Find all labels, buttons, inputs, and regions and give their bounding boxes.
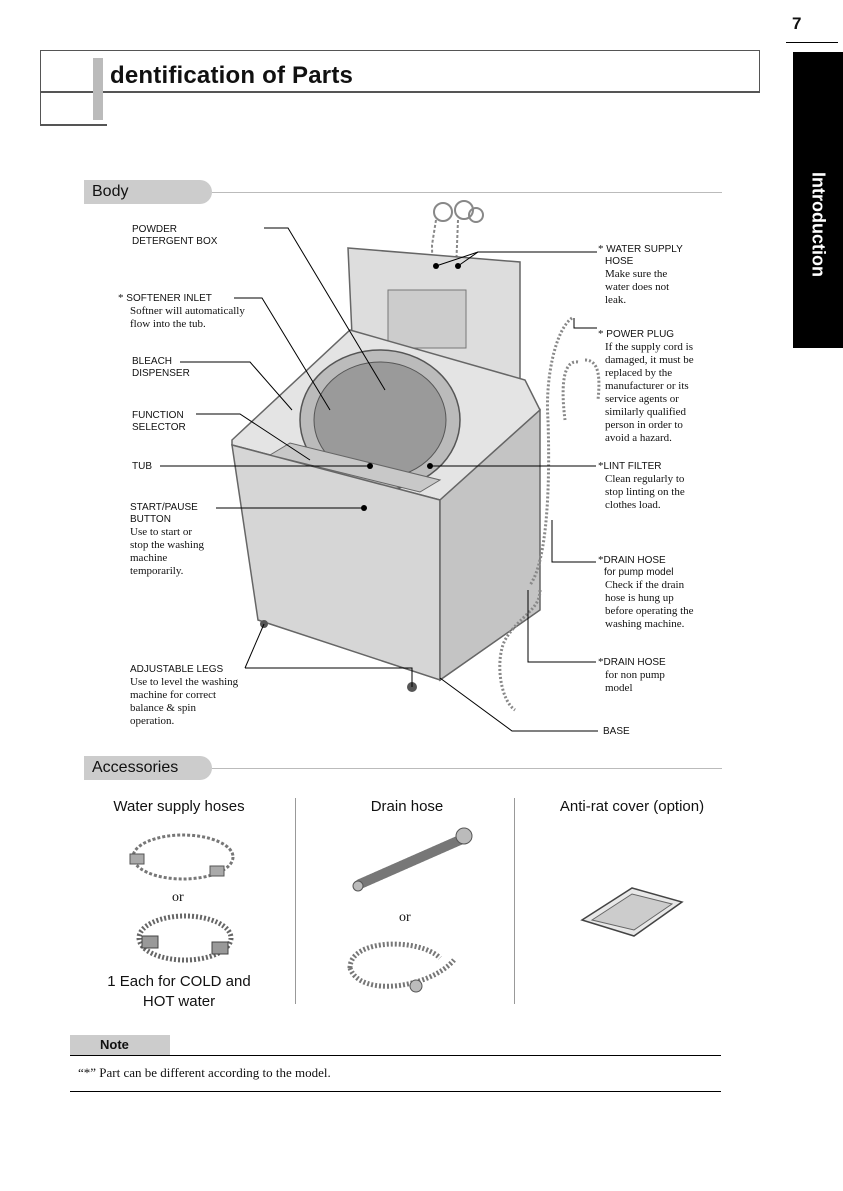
page-number-rule <box>786 42 838 43</box>
page-title: dentification of Parts <box>110 62 354 89</box>
accessory-antirat-title: Anti-rat cover (option) <box>559 798 705 815</box>
label-tub: TUB <box>132 461 152 472</box>
drain-hose-alt-icon <box>347 941 456 993</box>
note-rule-top <box>70 1055 721 1056</box>
accessory-divider-2 <box>514 798 515 1004</box>
accessory-drain-or: or <box>399 910 411 925</box>
accessory-divider-1 <box>295 798 296 1004</box>
label-softener-inlet: * SOFTENER INLET Softner will automatica… <box>118 292 245 330</box>
label-powder-detergent-box: POWDER DETERGENT BOX <box>132 224 218 247</box>
label-base: BASE <box>603 726 630 737</box>
section-body-rule <box>212 192 722 193</box>
label-function-selector: FUNCTION SELECTOR <box>132 410 186 433</box>
accessory-drain-title: Drain hose <box>370 798 444 815</box>
label-adjustable-legs: ADJUSTABLE LEGS Use to level the washing… <box>130 664 239 727</box>
section-accessories-rule <box>212 768 722 769</box>
note-rule-bottom <box>70 1091 721 1092</box>
note-text: “*” Part can be different according to t… <box>78 1065 331 1080</box>
label-power-plug: * POWER PLUG If the supply cord is damag… <box>598 328 694 444</box>
accessory-water-or: or <box>172 890 184 905</box>
label-bleach-dispenser: BLEACH DISPENSER <box>132 356 190 379</box>
anti-rat-cover-icon <box>580 887 684 937</box>
side-tab: Introduction <box>793 52 843 348</box>
drain-hose-icon <box>352 827 473 892</box>
title-accent-bar <box>93 58 103 120</box>
label-drain-hose-nonpump: *DRAIN HOSE for non pump model <box>598 656 666 694</box>
title-frame-corner <box>40 90 107 126</box>
section-accessories-header: Accessories <box>84 756 212 780</box>
title-frame <box>40 50 760 93</box>
water-supply-hose-icon <box>129 833 235 881</box>
label-drain-hose-pump: *DRAIN HOSE for pump model Check if the … <box>598 554 694 630</box>
note-label-arrow <box>140 1035 170 1055</box>
label-water-supply-hose: * WATER SUPPLY HOSE Make sure the water … <box>598 243 683 306</box>
water-supply-hose-alt-icon <box>136 913 234 963</box>
section-body-header: Body <box>84 180 212 204</box>
label-start-pause-button: START/PAUSE BUTTON Use to start or stop … <box>130 502 204 577</box>
label-lint-filter: *LINT FILTER Clean regularly to stop lin… <box>598 460 685 511</box>
side-tab-label: Introduction <box>808 171 829 277</box>
page-number: 7 <box>792 14 802 33</box>
accessory-water-title: Water supply hoses <box>113 798 245 815</box>
